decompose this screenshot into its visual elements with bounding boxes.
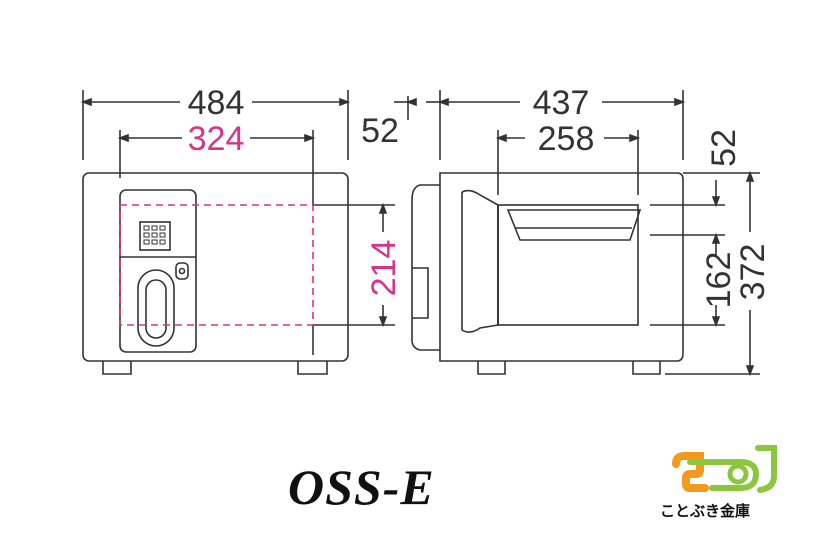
front-body bbox=[82, 172, 349, 362]
side-foot-rear bbox=[632, 361, 661, 375]
brand-logo-icon bbox=[672, 445, 777, 493]
inner-cavity-outline bbox=[119, 204, 314, 326]
key-slot-icon bbox=[175, 262, 189, 280]
label-inner-height-side: 162 bbox=[700, 252, 738, 309]
lock-panel bbox=[119, 189, 197, 353]
label-inner-height: 214 bbox=[365, 240, 403, 297]
label-outer-width: 484 bbox=[188, 84, 245, 122]
handle-inner bbox=[145, 279, 167, 339]
side-inner-wall bbox=[461, 189, 499, 333]
label-outer-height: 372 bbox=[734, 244, 772, 301]
label-door-offset: 52 bbox=[361, 112, 399, 150]
label-inner-depth: 258 bbox=[538, 120, 595, 158]
side-foot-front bbox=[477, 361, 506, 375]
label-top-offset: 52 bbox=[705, 129, 743, 167]
keypad-buttons-icon bbox=[143, 225, 166, 245]
side-view bbox=[394, 90, 760, 377]
handle-outer bbox=[137, 269, 175, 347]
model-name: OSS-E bbox=[288, 459, 435, 515]
tray bbox=[506, 209, 642, 241]
side-door bbox=[411, 184, 440, 351]
keypad bbox=[139, 221, 171, 251]
label-outer-depth: 437 bbox=[533, 84, 590, 122]
side-body bbox=[439, 172, 684, 362]
inner-cavity-side bbox=[497, 204, 639, 326]
front-view bbox=[80, 90, 395, 375]
brand-name: ことぶき金庫 bbox=[660, 502, 751, 520]
label-inner-width: 324 bbox=[188, 120, 245, 158]
front-foot-right bbox=[297, 361, 328, 375]
front-foot-left bbox=[102, 361, 132, 375]
